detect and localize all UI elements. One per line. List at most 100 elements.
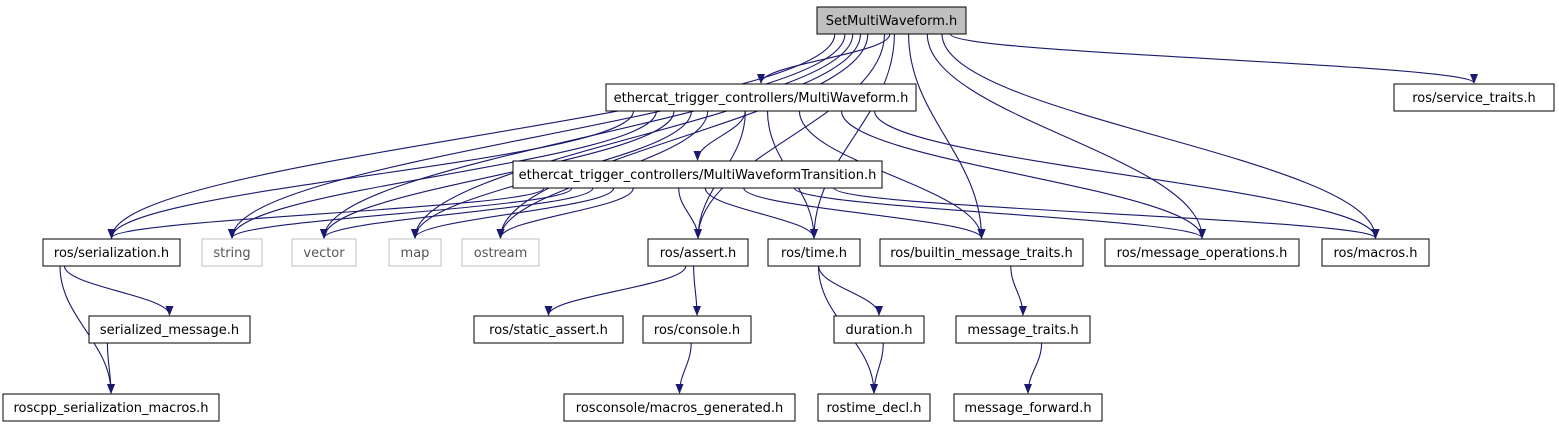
edge-root-to-assert <box>694 33 886 239</box>
node-box <box>2 393 220 422</box>
node-vector: vector <box>291 238 357 267</box>
edge-mwt-to-vector <box>320 187 594 239</box>
edge-mwt-to-ostream <box>496 187 634 239</box>
node-bmt[interactable]: ros/builtin_message_traits.h <box>879 238 1084 267</box>
node-label: ros/macros.h <box>1333 246 1417 261</box>
node-root[interactable]: SetMultiWaveform.h <box>816 6 967 35</box>
node-label: string <box>213 246 250 261</box>
edge-root-to-time <box>810 33 895 239</box>
node-box <box>88 315 251 344</box>
node-box <box>816 6 967 35</box>
edge-mwt-to-string <box>228 187 573 239</box>
node-mwt[interactable]: ethercat_trigger_controllers/MultiWavefo… <box>512 160 883 189</box>
node-label: ros/serialization.h <box>54 246 169 261</box>
node-label: ros/service_traits.h <box>1412 91 1536 106</box>
node-rd[interactable]: rostime_decl.h <box>817 393 931 422</box>
node-sa[interactable]: ros/static_assert.h <box>473 315 624 344</box>
node-box <box>879 238 1084 267</box>
edge-root-to-st <box>949 33 1478 84</box>
node-mo[interactable]: ros/message_operations.h <box>1104 238 1300 267</box>
node-dur[interactable]: duration.h <box>833 315 925 344</box>
node-string: string <box>201 238 263 267</box>
node-st[interactable]: ros/service_traits.h <box>1393 83 1555 112</box>
node-label: rostime_decl.h <box>826 401 921 416</box>
node-box <box>42 238 181 267</box>
node-box <box>1321 238 1430 267</box>
node-label: ros/static_assert.h <box>489 323 608 338</box>
edge-assert-to-console <box>692 265 701 316</box>
node-box <box>767 238 861 267</box>
node-box <box>833 315 925 344</box>
edge-bmt-to-mt <box>1010 265 1027 316</box>
node-assert[interactable]: ros/assert.h <box>647 238 749 267</box>
node-box <box>647 238 749 267</box>
edge-sm-to-rsm <box>106 342 115 394</box>
edge-time-to-dur <box>818 265 883 316</box>
node-label: rosconsole/macros_generated.h <box>576 401 783 416</box>
node-console[interactable]: ros/console.h <box>642 315 752 344</box>
edge-mwt-to-mo <box>793 187 1206 239</box>
node-sm[interactable]: serialized_message.h <box>88 315 251 344</box>
node-box <box>461 238 540 267</box>
edge-ser-to-rsm <box>59 265 115 394</box>
edge-mw-to-mwt <box>693 110 746 161</box>
node-box <box>955 315 1091 344</box>
node-ostream: ostream <box>461 238 540 267</box>
edge-mwt-to-time <box>704 187 818 239</box>
edge-mwt-to-bmt <box>743 187 986 239</box>
edge-mwt-to-assert <box>678 187 702 239</box>
edge-mw-to-bmt <box>798 110 986 239</box>
node-label: ros/builtin_message_traits.h <box>890 246 1073 261</box>
node-label: map <box>401 246 430 261</box>
edge-root-to-ser <box>107 33 836 239</box>
node-box <box>291 238 357 267</box>
node-label: ethercat_trigger_controllers/MultiWavefo… <box>614 91 909 106</box>
node-box <box>642 315 752 344</box>
edge-console-to-rmg <box>675 342 692 394</box>
node-mf[interactable]: message_forward.h <box>953 393 1103 422</box>
node-label: ethercat_trigger_controllers/MultiWavefo… <box>519 168 877 183</box>
edge-root-to-macros <box>941 33 1380 239</box>
node-label: SetMultiWaveform.h <box>826 14 958 29</box>
edge-mwt-to-map <box>411 187 615 239</box>
node-label: ros/message_operations.h <box>1117 246 1288 261</box>
edge-mw-to-macros <box>874 110 1380 239</box>
edge-root-to-string <box>228 33 846 239</box>
node-label: message_forward.h <box>964 401 1091 416</box>
node-label: roscpp_serialization_macros.h <box>14 401 209 416</box>
node-label: ostream <box>474 246 528 261</box>
edge-assert-to-sa <box>544 265 687 316</box>
node-box <box>817 393 931 422</box>
node-label: serialized_message.h <box>100 323 239 338</box>
node-mt[interactable]: message_traits.h <box>955 315 1091 344</box>
node-box <box>563 393 796 422</box>
node-ser[interactable]: ros/serialization.h <box>42 238 181 267</box>
edge-mt-to-mf <box>1024 342 1043 394</box>
edge-mw-to-mo <box>840 110 1206 239</box>
edge-mw-to-ser <box>107 110 635 239</box>
node-rsm[interactable]: roscpp_serialization_macros.h <box>2 393 220 422</box>
node-box <box>512 160 883 189</box>
edge-root-to-bmt <box>908 33 986 239</box>
node-box <box>201 238 263 267</box>
edge-dur-to-rd <box>870 342 884 394</box>
edge-root-to-mo <box>926 33 1206 239</box>
edge-root-to-map <box>411 33 862 239</box>
node-label: duration.h <box>845 323 912 338</box>
node-box <box>605 83 917 112</box>
node-rmg[interactable]: rosconsole/macros_generated.h <box>563 393 796 422</box>
node-label: ros/assert.h <box>660 246 737 261</box>
edge-mwt-to-macros <box>833 187 1380 239</box>
node-box <box>1104 238 1300 267</box>
node-box <box>473 315 624 344</box>
node-box <box>953 393 1103 422</box>
node-label: ros/console.h <box>654 323 740 338</box>
node-mw[interactable]: ethercat_trigger_controllers/MultiWavefo… <box>605 83 917 112</box>
node-label: message_traits.h <box>967 323 1078 338</box>
node-label: vector <box>303 246 345 261</box>
node-label: ros/time.h <box>781 246 847 261</box>
node-macros[interactable]: ros/macros.h <box>1321 238 1430 267</box>
node-layer: SetMultiWaveform.h ethercat_trigger_contr… <box>2 6 1555 422</box>
edge-mwt-to-ser <box>107 187 545 239</box>
node-time[interactable]: ros/time.h <box>767 238 861 267</box>
